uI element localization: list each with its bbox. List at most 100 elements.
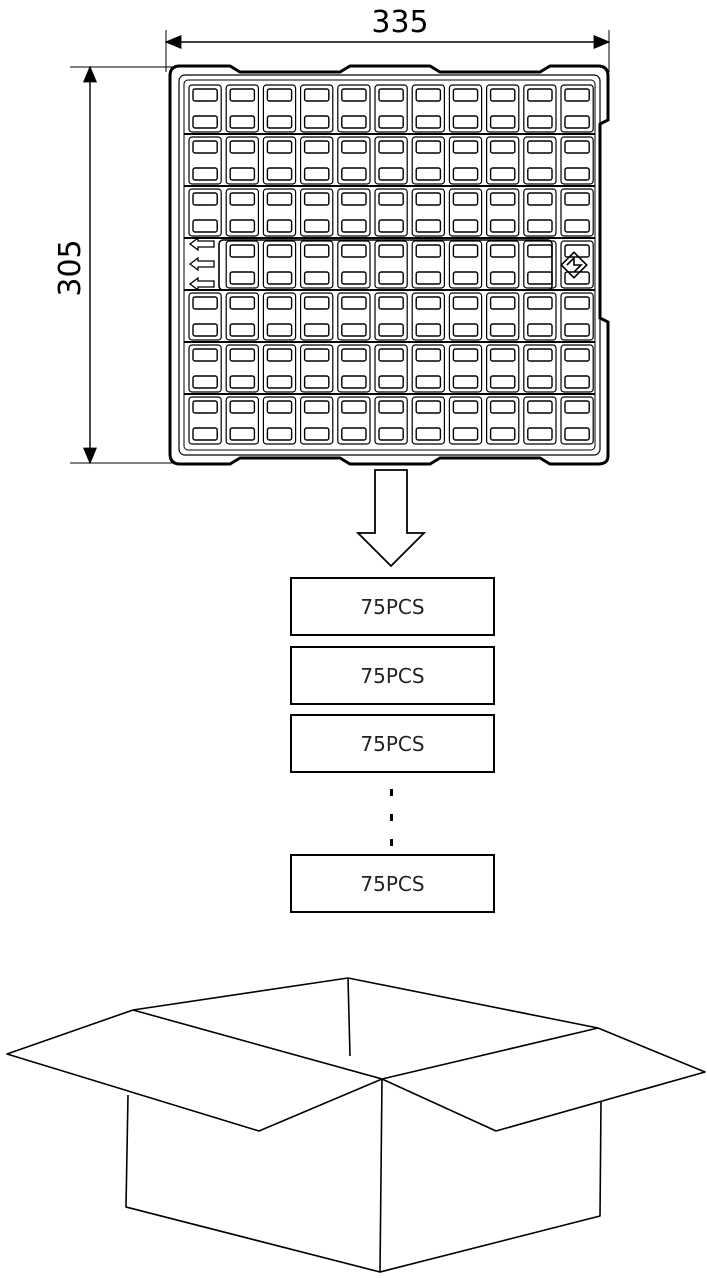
width-dimension: 335 <box>164 5 611 72</box>
left-arrow-icon <box>188 276 215 292</box>
tray-pocket <box>560 136 594 185</box>
tray-pocket <box>225 188 259 237</box>
tray-pocket <box>262 188 297 237</box>
tray-pocket <box>300 188 334 237</box>
tray-pocket <box>486 344 520 393</box>
layer-box-last: 75PCS <box>290 854 495 913</box>
tray-pocket <box>374 84 408 133</box>
tray-pocket <box>411 292 446 341</box>
tray-pocket <box>448 344 483 393</box>
tray-pocket <box>374 188 408 237</box>
tray-pocket <box>300 344 334 393</box>
down-arrow-icon <box>355 469 427 568</box>
tray-pocket <box>262 396 297 445</box>
layer-label: 75PCS <box>360 872 424 896</box>
tray-pocket <box>225 84 259 133</box>
tray-pocket <box>337 344 371 393</box>
layer-label: 75PCS <box>360 595 424 619</box>
tray-pocket <box>560 84 594 133</box>
tray-pocket <box>188 292 222 341</box>
layer-label: 75PCS <box>360 732 424 756</box>
layer-label: 75PCS <box>360 664 424 688</box>
tray-pocket <box>225 136 259 185</box>
tray-pocket <box>560 292 594 341</box>
tray-pocket <box>560 188 594 237</box>
tray-pocket <box>523 188 557 237</box>
tray-pocket <box>523 396 557 445</box>
tray-pocket <box>523 344 557 393</box>
tray-pocket <box>523 136 557 185</box>
tray-pocket <box>188 188 222 237</box>
tray-pocket <box>374 136 408 185</box>
tray-pocket <box>262 136 297 185</box>
tray-pocket <box>188 396 222 445</box>
tray-pocket <box>300 136 334 185</box>
tray-pocket <box>337 84 371 133</box>
tray-pocket <box>411 344 446 393</box>
tray-pocket <box>374 344 408 393</box>
tray-center-block <box>218 239 553 291</box>
tray-pocket <box>225 292 259 341</box>
tray-pocket <box>337 136 371 185</box>
left-arrow-icon <box>188 236 215 252</box>
left-arrow-icon <box>188 256 215 272</box>
tray-pocket <box>486 240 520 289</box>
tray-pocket <box>225 396 259 445</box>
width-label: 335 <box>371 5 428 40</box>
layer-stack: 75PCS 75PCS 75PCS 75PCS <box>290 577 495 913</box>
tray-pocket <box>337 396 371 445</box>
tray-pocket <box>411 240 446 289</box>
tray-pocket <box>262 240 297 289</box>
layer-box: 75PCS <box>290 714 495 773</box>
tray-pocket <box>188 84 222 133</box>
tray-pocket <box>486 84 520 133</box>
tray-pocket <box>188 136 222 185</box>
tray-pocket <box>523 292 557 341</box>
tray-pocket <box>448 136 483 185</box>
tray-pocket <box>448 240 483 289</box>
tray-pocket <box>337 292 371 341</box>
tray-pocket <box>523 240 557 289</box>
tray-pocket <box>337 188 371 237</box>
tray-pocket <box>486 292 520 341</box>
tray-pocket <box>374 292 408 341</box>
tray-pocket <box>486 136 520 185</box>
tray-pocket <box>560 344 594 393</box>
tray-pocket <box>411 188 446 237</box>
tray-pocket <box>225 240 259 289</box>
tray-pocket <box>486 188 520 237</box>
height-dimension: 305 <box>53 65 180 465</box>
tray-pocket <box>300 292 334 341</box>
tray-outline <box>168 64 610 466</box>
tray-pocket <box>374 240 408 289</box>
layer-box: 75PCS <box>290 577 495 636</box>
tray-pocket <box>300 84 334 133</box>
tray-pocket <box>411 84 446 133</box>
tray-pocket <box>411 136 446 185</box>
tray-pocket <box>448 84 483 133</box>
tray-pocket-grid <box>184 84 595 445</box>
tray-pocket <box>448 292 483 341</box>
tray-pocket <box>411 396 446 445</box>
open-carton-box-icon <box>6 977 706 1273</box>
tray-pocket <box>448 396 483 445</box>
tray-pocket <box>374 396 408 445</box>
tray-pocket <box>300 396 334 445</box>
tray-pocket <box>262 84 297 133</box>
tray-pocket <box>560 396 594 445</box>
tray <box>168 64 610 466</box>
tray-orientation-arrows <box>188 236 215 292</box>
layer-box: 75PCS <box>290 646 495 705</box>
tray-pocket <box>300 240 334 289</box>
tray-pocket <box>337 240 371 289</box>
tray-pocket <box>262 344 297 393</box>
tray-logo-mark <box>560 251 588 279</box>
tray-pocket <box>262 292 297 341</box>
height-label: 305 <box>53 239 88 296</box>
tray-pocket <box>225 344 259 393</box>
ellipsis-dots <box>390 789 393 846</box>
tray-pocket <box>448 188 483 237</box>
tray-pocket <box>523 84 557 133</box>
tray-pocket <box>486 396 520 445</box>
